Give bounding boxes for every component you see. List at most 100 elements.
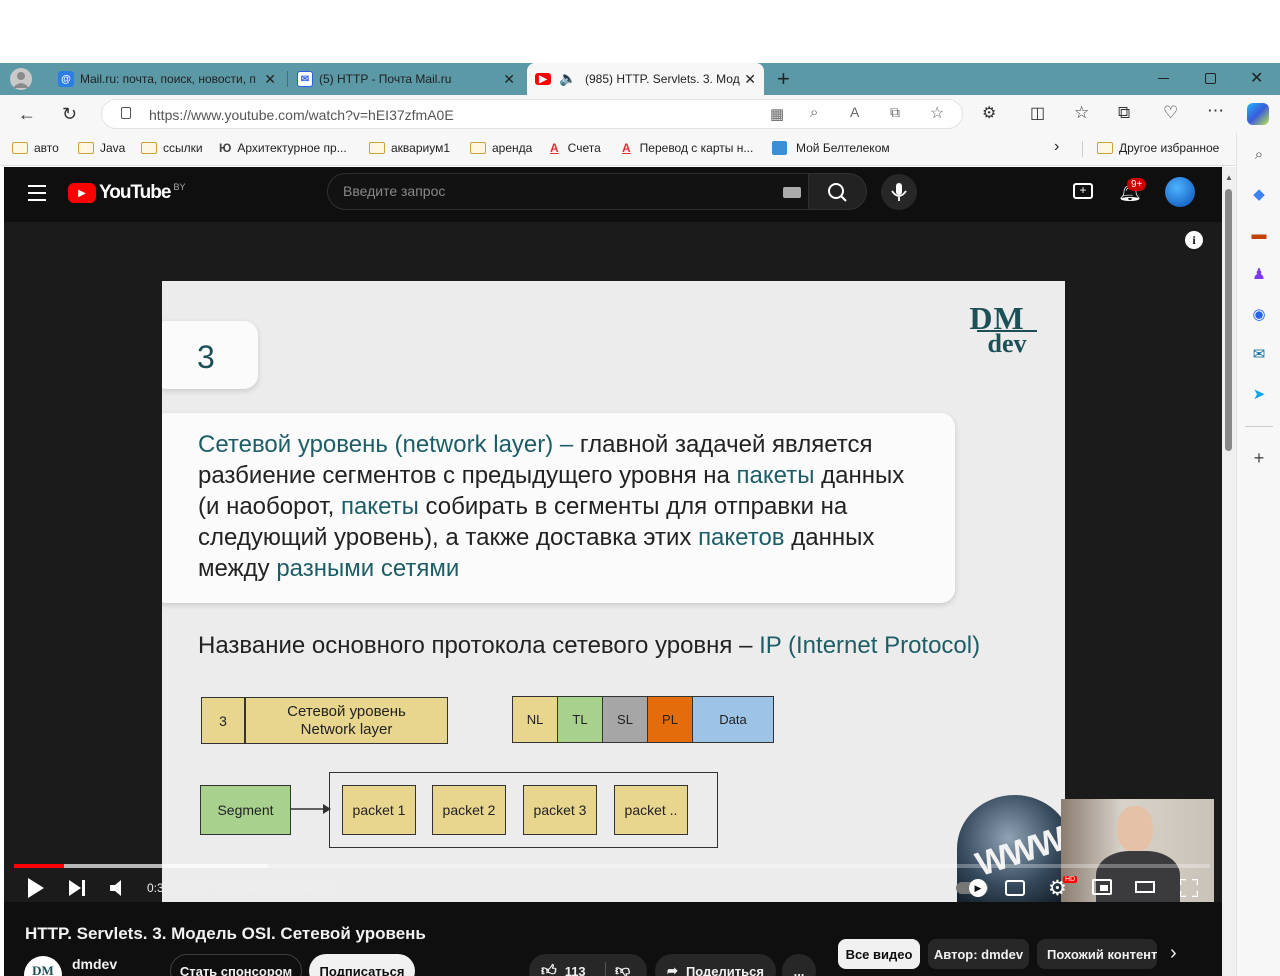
bookmark-beltelecom[interactable]: Мой Белтелеком xyxy=(772,141,890,155)
fullscreen-icon[interactable] xyxy=(1178,877,1200,899)
create-icon[interactable]: + xyxy=(1073,183,1093,199)
app-available-icon[interactable]: ▦ xyxy=(770,106,785,123)
bookmark-other[interactable]: Другое избранное xyxy=(1097,141,1219,155)
folder-icon xyxy=(78,142,94,154)
dmdev-logo: DM dev xyxy=(957,302,1037,357)
packet-box: packet 1 xyxy=(342,785,416,835)
search-button[interactable] xyxy=(809,173,867,210)
refresh-icon[interactable]: ↻ xyxy=(62,104,78,124)
video-title: HTTP. Servlets. 3. Модель OSI. Сетевой у… xyxy=(25,924,426,943)
channel-name[interactable]: dmdev xyxy=(72,956,118,972)
chip-all-videos[interactable]: Все видео xyxy=(838,939,920,969)
miniplayer-icon[interactable] xyxy=(1092,879,1112,895)
tools-icon[interactable]: ▬ xyxy=(1251,226,1267,243)
zoom-icon[interactable]: ⌕ xyxy=(810,104,819,121)
add-icon[interactable]: + xyxy=(1253,448,1265,468)
settings-icon[interactable]: ⚙ xyxy=(1048,877,1067,900)
new-tab-button[interactable]: + xyxy=(777,66,790,91)
tab-mailru[interactable]: @ Mail.ru: почта, поиск, новости, п ✕ xyxy=(52,63,284,95)
microsoft365-icon[interactable]: ◉ xyxy=(1252,306,1266,323)
share-icon: ➦ xyxy=(667,963,678,976)
sponsor-button[interactable]: Стать спонсором xyxy=(170,954,302,976)
address-bar[interactable]: https://www.youtube.com/watch?v=hEI37zfm… xyxy=(101,99,963,129)
tab-title: Mail.ru: почта, поиск, новости, п xyxy=(80,72,256,86)
close-icon[interactable]: ✕ xyxy=(744,71,756,87)
autoplay-toggle[interactable]: ▶ xyxy=(956,879,988,897)
tab-title: (985) HTTP. Servlets. 3. Мод xyxy=(585,72,740,86)
copilot-icon[interactable] xyxy=(1247,103,1269,125)
split-screen-icon[interactable]: ◫ xyxy=(1030,105,1046,122)
next-button[interactable] xyxy=(69,880,87,901)
back-icon[interactable]: ← xyxy=(18,104,36,124)
like-button[interactable]: 👍︎ 113 👎︎ xyxy=(529,954,647,976)
slide-number: 3 xyxy=(197,339,215,375)
play-button[interactable] xyxy=(28,878,44,903)
menu-icon[interactable] xyxy=(28,185,46,201)
alfa-icon: A xyxy=(622,141,631,155)
outlook-icon[interactable]: ✉ xyxy=(1252,346,1266,363)
info-icon[interactable]: i xyxy=(1185,231,1203,249)
youtube-logo[interactable]: ▶ YouTube BY xyxy=(68,182,185,204)
chevron-right-icon[interactable]: › xyxy=(1054,138,1060,155)
lock-icon[interactable] xyxy=(121,107,131,119)
folder-icon xyxy=(1097,142,1113,154)
search-input[interactable]: Введите запрос xyxy=(343,183,446,199)
avatar[interactable] xyxy=(1165,177,1195,207)
minimize-icon[interactable] xyxy=(1158,78,1169,79)
voice-search-button[interactable] xyxy=(881,174,917,210)
keyboard-icon[interactable] xyxy=(783,187,801,198)
speaker-icon[interactable]: 🔈 xyxy=(559,70,577,86)
search-icon[interactable]: ⌕ xyxy=(1254,146,1264,163)
bookmark-java[interactable]: Java xyxy=(78,141,125,155)
shopping-tag-icon[interactable]: ◆ xyxy=(1253,186,1265,203)
chapter-title[interactable]: • Сетевой уровень 3 › xyxy=(216,881,336,895)
more-actions-button[interactable]: ... xyxy=(782,954,816,976)
close-icon[interactable]: ✕ xyxy=(264,71,276,87)
telegram-icon[interactable]: ➤ xyxy=(1252,386,1266,403)
tab-mail-http[interactable]: ✉ (5) HTTP - Почта Mail.ru ✕ xyxy=(291,63,523,95)
close-icon[interactable]: ✕ xyxy=(503,71,515,87)
mailru-icon: @ xyxy=(58,71,74,87)
send-to-device-icon[interactable]: ⧉ xyxy=(890,104,900,120)
url-text[interactable]: https://www.youtube.com/watch?v=hEI37zfm… xyxy=(149,107,454,123)
tab-youtube[interactable]: ▶ 🔈 (985) HTTP. Servlets. 3. Мод ✕ xyxy=(527,63,764,95)
bookmark-aquarium[interactable]: аквариум1 xyxy=(369,141,450,155)
share-button[interactable]: ➦Поделиться xyxy=(655,954,776,976)
stack-pl: PL xyxy=(647,696,693,743)
restore-icon[interactable] xyxy=(1205,73,1216,84)
extensions-icon[interactable]: ⚙ xyxy=(982,105,997,122)
page-scrollbar[interactable]: ▲ xyxy=(1222,167,1236,976)
bookmark-avto[interactable]: авто xyxy=(12,141,59,155)
mail-icon: ✉ xyxy=(297,71,313,87)
profile-icon[interactable] xyxy=(10,68,32,90)
chips-next-icon[interactable]: › xyxy=(1170,942,1177,964)
chip-related[interactable]: Похожий контент xyxy=(1037,939,1157,969)
chip-author[interactable]: Автор: dmdev xyxy=(928,939,1029,969)
progress-played xyxy=(14,864,65,868)
beltelecom-icon xyxy=(772,141,787,155)
games-icon[interactable]: ♟ xyxy=(1252,266,1266,283)
collections-icon[interactable]: ⧉ xyxy=(1118,103,1131,122)
progress-bar[interactable] xyxy=(14,864,1210,868)
read-aloud-icon[interactable]: A xyxy=(850,104,860,120)
channel-avatar[interactable]: DM xyxy=(24,956,62,976)
volume-icon[interactable] xyxy=(110,880,128,901)
tab-bar: @ Mail.ru: почта, поиск, новости, п ✕ ✉ … xyxy=(0,63,1280,95)
search-icon xyxy=(828,183,847,202)
thumbs-down-icon[interactable]: 👎︎ xyxy=(615,962,631,976)
favorite-star-icon[interactable]: ☆ xyxy=(930,105,945,122)
favorites-icon[interactable]: ☆ xyxy=(1074,103,1090,122)
subscribe-button[interactable]: Подписаться xyxy=(309,954,415,976)
browser-essentials-icon[interactable]: ♡ xyxy=(1163,103,1179,122)
bookmark-links[interactable]: ссылки xyxy=(141,141,203,155)
more-menu-icon[interactable]: ⋯ xyxy=(1207,101,1224,120)
theater-mode-icon[interactable] xyxy=(1135,881,1155,893)
bookmark-rent[interactable]: аренда xyxy=(470,141,532,155)
search-box[interactable]: Введите запрос xyxy=(327,173,809,210)
close-window-icon[interactable]: ✕ xyxy=(1250,70,1264,87)
subtitles-icon[interactable] xyxy=(1005,880,1025,896)
